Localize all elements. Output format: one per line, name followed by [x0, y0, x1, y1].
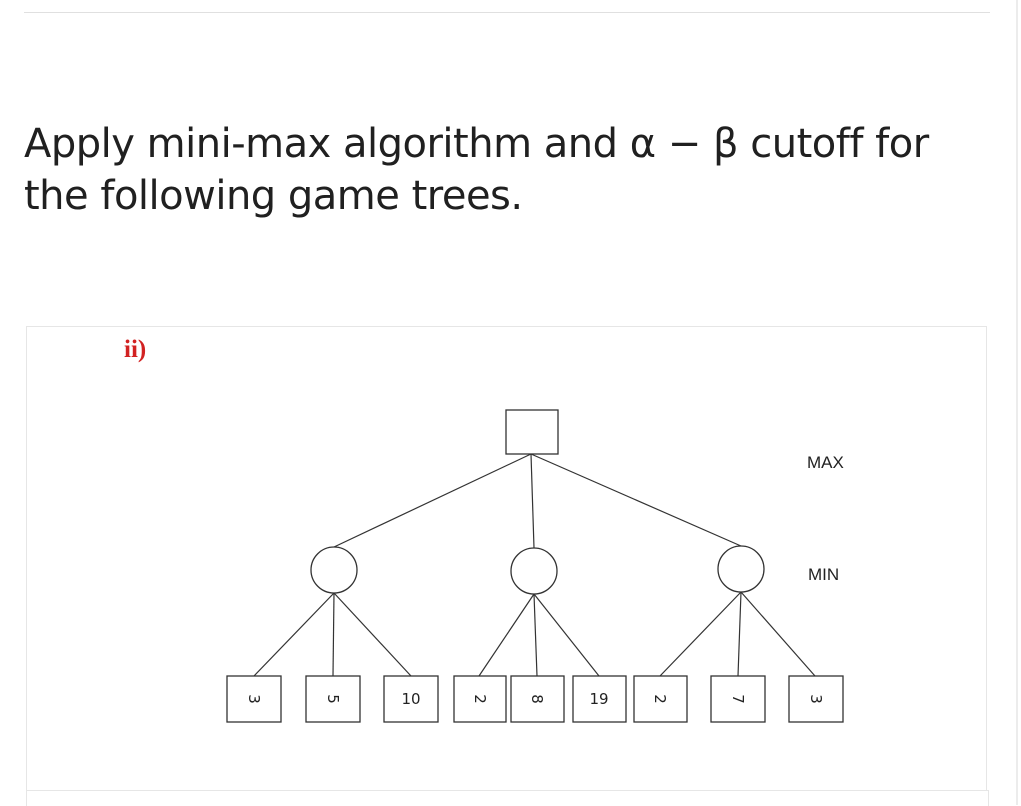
leaf-value-9: 3: [807, 694, 825, 704]
question-text: Apply mini-max algorithm and α − β cutof…: [24, 121, 929, 219]
leaf-value-6: 19: [589, 690, 608, 708]
leaf-value-5: 8: [528, 694, 546, 704]
max-root-node: [505, 409, 559, 455]
top-divider: [24, 12, 990, 13]
edge-min3-leaf8: [737, 591, 742, 677]
edge-min2-leaf6: [533, 593, 600, 677]
edge-min3-leaf7: [659, 591, 742, 677]
max-level-label: MAX: [807, 453, 844, 472]
edge-root-min3: [530, 453, 742, 547]
edge-min1-leaf3: [333, 592, 412, 677]
leaf-box-3: [383, 675, 439, 723]
leaf-value-4: 2: [471, 694, 489, 704]
edge-min2-leaf4: [478, 593, 535, 677]
part-label: ii): [124, 336, 147, 363]
leaf-box-8: [710, 675, 766, 723]
leaf-box-2: [305, 675, 361, 723]
leaf-box-6: [572, 675, 627, 723]
edge-root-min2: [530, 453, 535, 549]
leaf-box-5: [510, 675, 565, 723]
edge-min3-leaf9: [740, 591, 816, 677]
leaf-box-1: [226, 675, 282, 723]
leaf-box-4: [453, 675, 507, 723]
leaf-value-3: 10: [401, 690, 420, 708]
leaf-value-2: 5: [324, 694, 342, 704]
leaf-value-7: 2: [651, 694, 669, 704]
leaf-value-8: 7: [729, 694, 747, 704]
figure-bottom-strip: [26, 790, 989, 806]
leaf-box-9: [788, 675, 844, 723]
edge-root-min1: [333, 453, 532, 548]
right-edge-divider: [1016, 0, 1018, 805]
leaf-box-7: [633, 675, 688, 723]
leaf-boxes: [226, 675, 844, 723]
edge-min1-leaf2: [332, 592, 335, 677]
figure-frame: [26, 326, 989, 806]
edge-min2-leaf5: [533, 593, 538, 677]
tree-edges: [253, 453, 816, 677]
edge-min1-leaf1: [253, 592, 335, 677]
leaf-value-1: 3: [245, 694, 263, 704]
min-node-3: [717, 545, 765, 593]
min-level-label: MIN: [808, 565, 839, 584]
min-node-2: [510, 547, 558, 595]
min-node-1: [310, 546, 358, 594]
